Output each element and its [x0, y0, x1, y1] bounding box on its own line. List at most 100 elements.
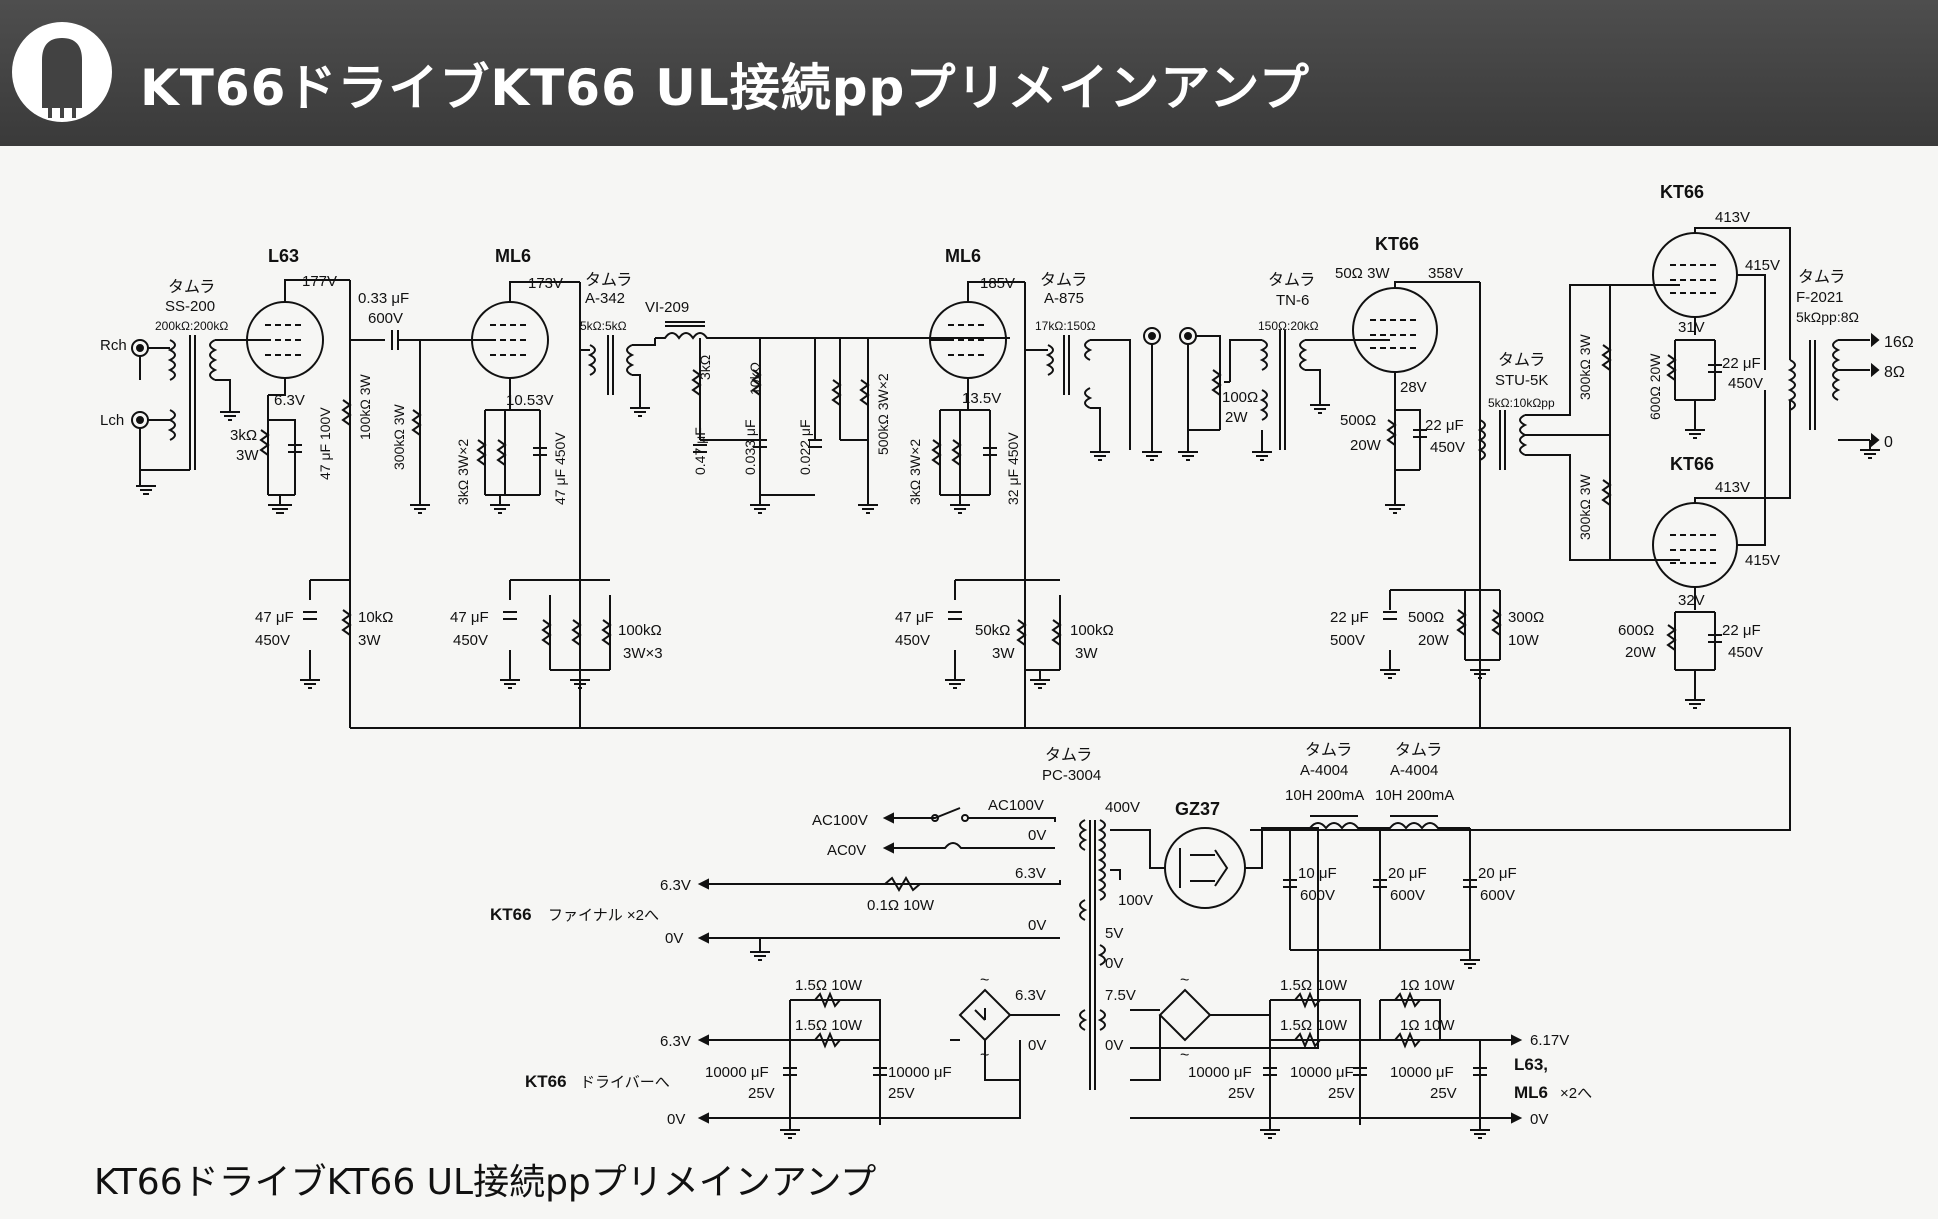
svg-text:7.5V: 7.5V [1105, 987, 1136, 1004]
svg-text:25V: 25V [1430, 1085, 1457, 1102]
vacuum-tube-icon [12, 22, 112, 122]
svg-text:タムラ: タムラ [1395, 741, 1442, 759]
svg-text:6.17V: 6.17V [1530, 1032, 1569, 1049]
svg-text:タムラ: タムラ [1305, 741, 1352, 759]
svg-text:3kΩ 3W×2: 3kΩ 3W×2 [455, 439, 471, 505]
svg-text:KT66: KT66 [1660, 182, 1704, 202]
ac-input: AC100V AC0V [812, 807, 1056, 859]
svg-text:200kΩ:200kΩ: 200kΩ:200kΩ [155, 319, 228, 333]
svg-text:タムラ: タムラ [168, 278, 215, 296]
svg-text:25V: 25V [1328, 1085, 1355, 1102]
svg-text:100V: 100V [1118, 892, 1153, 909]
tube-l63: L63 177V 6.3V [245, 246, 350, 409]
svg-text:47 μF 100V: 47 μF 100V [317, 407, 333, 480]
svg-text:22 μF: 22 μF [1425, 417, 1464, 434]
svg-text:A-4004: A-4004 [1300, 762, 1348, 779]
svg-text:5V: 5V [1105, 925, 1123, 942]
svg-text:600V: 600V [368, 310, 403, 327]
tube-kt66-output-bottom: KT66 413V 415V 32V 600Ω 20W 22 μF 450V [1618, 390, 1791, 671]
transformer-ss200: タムラ SS-200 200kΩ:200kΩ [155, 278, 245, 470]
svg-text:0V: 0V [667, 1111, 685, 1128]
input-lch: Lch [100, 412, 124, 429]
svg-text:25V: 25V [1228, 1085, 1255, 1102]
page-title: KT66ドライブKT66 UL接続ppプリメインアンプ [140, 59, 1310, 117]
svg-text:KT66: KT66 [1375, 234, 1419, 254]
svg-text:450V: 450V [255, 632, 290, 649]
svg-text:20 μF: 20 μF [1478, 865, 1517, 882]
svg-text:3kΩ 3W×2: 3kΩ 3W×2 [907, 439, 923, 505]
svg-text:6.3V: 6.3V [1015, 865, 1046, 882]
svg-text:413V: 413V [1715, 479, 1750, 496]
svg-text:450V: 450V [453, 632, 488, 649]
svg-text:PC-3004: PC-3004 [1042, 767, 1101, 784]
svg-text:450V: 450V [1728, 644, 1763, 661]
svg-text:~: ~ [980, 972, 989, 989]
svg-text:300kΩ 3W: 300kΩ 3W [1577, 334, 1593, 401]
svg-text:0V: 0V [1530, 1111, 1548, 1128]
svg-text:ファイナル ×2へ: ファイナル ×2へ [548, 907, 659, 924]
ground-symbols [136, 395, 1880, 1139]
heater-final: 6.3V 0V 0.1Ω 10W KT66 ファイナル ×2へ [490, 876, 1061, 952]
svg-text:600Ω 20W: 600Ω 20W [1647, 353, 1663, 420]
svg-text:0.022 μF: 0.022 μF [797, 419, 813, 475]
transformer-a875: タムラ A-875 17kΩ:150Ω [1024, 271, 1197, 580]
tube-ml6-stage1: ML6 173V 10.53V 3kΩ 3W×2 47 μF 450V [420, 246, 580, 505]
svg-text:300Ω: 300Ω [1508, 609, 1544, 626]
svg-text:0.1Ω 10W: 0.1Ω 10W [867, 897, 935, 914]
svg-text:10.53V: 10.53V [506, 392, 554, 409]
svg-text:10W: 10W [1508, 632, 1540, 649]
svg-text:F-2021: F-2021 [1796, 289, 1844, 306]
svg-text:22 μF: 22 μF [1722, 355, 1761, 372]
decoupling-row: 47 μF 450V 10kΩ 3W 47 μF 450V 100kΩ 3W×3… [255, 579, 1544, 700]
heater-driver: 1.5Ω 10W 1.5Ω 10W 10000 μF 25V 10000 μF … [525, 972, 1060, 1128]
svg-text:28V: 28V [1400, 379, 1427, 396]
svg-text:10000 μF: 10000 μF [1390, 1064, 1454, 1081]
svg-text:タムラ: タムラ [585, 271, 632, 289]
svg-text:ドライバーへ: ドライバーへ [580, 1074, 670, 1091]
svg-text:3W: 3W [1075, 645, 1098, 662]
svg-text:A-875: A-875 [1044, 290, 1084, 307]
svg-text:185V: 185V [980, 275, 1015, 292]
svg-text:ML6: ML6 [1514, 1083, 1548, 1102]
svg-text:22 μF: 22 μF [1330, 609, 1369, 626]
filter-vi209: VI-209 3kΩ 10kΩ 0.47 μF 0.033 μF 0.022 μ… [645, 299, 1010, 496]
input-section: Rch Lch タムラ SS-200 200kΩ:200kΩ L63 177V … [100, 246, 422, 580]
transformer-a342: タムラ A-342 5kΩ:5kΩ [579, 271, 656, 580]
svg-text:KT66: KT66 [1670, 454, 1714, 474]
svg-text:タムラ: タムラ [1268, 271, 1315, 289]
svg-text:25V: 25V [748, 1085, 775, 1102]
svg-text:3W: 3W [236, 447, 259, 464]
heater-small: ~ ~ 1.5Ω 10W 1.5Ω 10W 1Ω 10W 1Ω 10W 1000… [1130, 972, 1592, 1128]
svg-text:0V: 0V [1105, 955, 1123, 972]
svg-text:0.47 μF: 0.47 μF [692, 427, 708, 475]
svg-text:AC100V: AC100V [812, 812, 868, 829]
svg-text:6.3V: 6.3V [660, 877, 691, 894]
svg-text:25V: 25V [888, 1085, 915, 1102]
svg-text:10H 200mA: 10H 200mA [1375, 787, 1454, 804]
svg-text:31V: 31V [1678, 319, 1705, 336]
svg-text:ML6: ML6 [495, 246, 531, 266]
svg-text:450V: 450V [1728, 375, 1763, 392]
svg-text:500kΩ 3W×2: 500kΩ 3W×2 [875, 373, 891, 455]
circuit-schematic: Rch Lch タムラ SS-200 200kΩ:200kΩ L63 177V … [100, 182, 1914, 1139]
svg-text:GZ37: GZ37 [1175, 799, 1220, 819]
svg-text:タムラ: タムラ [1798, 268, 1845, 286]
svg-text:400V: 400V [1105, 799, 1140, 816]
svg-text:0.33 μF: 0.33 μF [358, 290, 409, 307]
input-rch: Rch [100, 337, 127, 354]
svg-text:100kΩ 3W: 100kΩ 3W [357, 374, 373, 441]
svg-text:32 μF 450V: 32 μF 450V [1005, 432, 1021, 505]
svg-text:10kΩ: 10kΩ [747, 362, 763, 395]
svg-text:100Ω: 100Ω [1222, 389, 1258, 406]
svg-text:173V: 173V [528, 275, 563, 292]
svg-text:17kΩ:150Ω: 17kΩ:150Ω [1035, 319, 1096, 333]
svg-text:L63,: L63, [1514, 1055, 1548, 1074]
svg-text:6.3V: 6.3V [1015, 987, 1046, 1004]
svg-text:450V: 450V [1430, 439, 1465, 456]
b-plus-filter: タムラ A-4004 10H 200mA タムラ A-4004 10H 200m… [1262, 741, 1517, 951]
svg-text:415V: 415V [1745, 552, 1780, 569]
svg-text:1Ω 10W: 1Ω 10W [1400, 977, 1455, 994]
svg-text:413V: 413V [1715, 209, 1750, 226]
svg-text:~: ~ [1180, 972, 1189, 989]
svg-text:358V: 358V [1428, 265, 1463, 282]
